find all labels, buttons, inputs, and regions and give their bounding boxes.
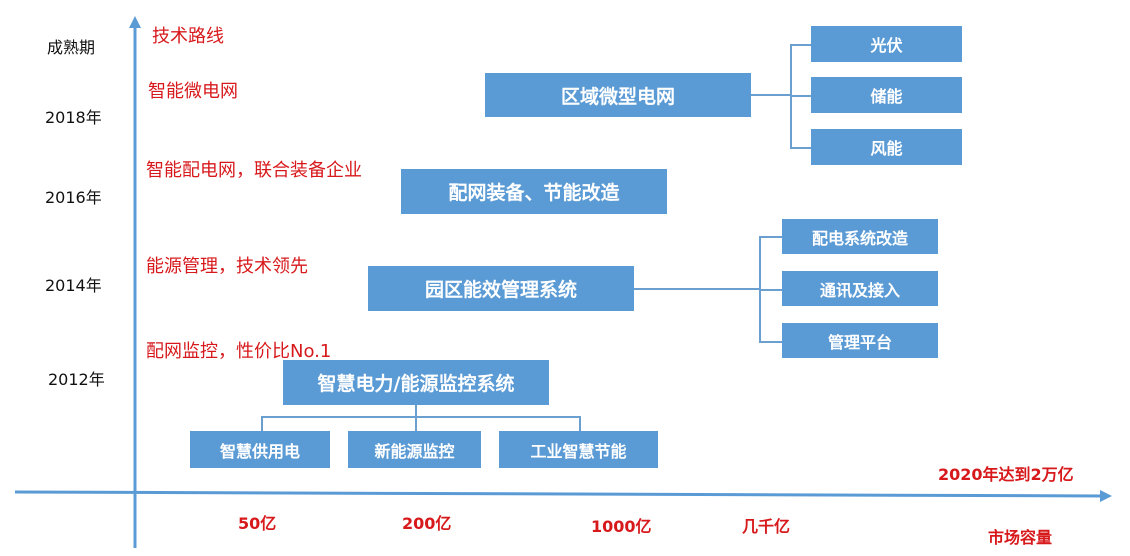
connector-monitor-2 [415, 416, 417, 432]
box-industrial-saving: 工业智慧节能 [499, 431, 658, 468]
box-communication: 通讯及接入 [782, 271, 938, 306]
connector-monitor-h [261, 416, 581, 418]
connector-monitor-1 [261, 416, 263, 432]
box-park-energy: 园区能效管理系统 [368, 266, 634, 311]
route-title: 技术路线 [152, 26, 224, 47]
connector-park-3 [759, 341, 782, 343]
year-label-2018: 2018年 [45, 108, 102, 127]
market-2020-note: 2020年达到2万亿 [938, 465, 1074, 484]
box-new-energy-monitor: 新能源监控 [348, 431, 481, 468]
connector-monitor-3 [579, 416, 581, 432]
route-stage-distribution: 智能配电网，联合装备企业 [146, 160, 362, 181]
box-management-platform: 管理平台 [782, 323, 938, 358]
route-stage-monitor: 配网监控，性价比No.1 [146, 341, 332, 362]
x-axis-line [14, 489, 1112, 502]
box-smart-power: 智慧供用电 [190, 431, 330, 468]
x-tick-1000: 1000亿 [591, 517, 652, 536]
route-stage-energy: 能源管理，技术领先 [146, 256, 308, 277]
connector-microgrid-2 [790, 95, 811, 97]
box-distribution-retrofit: 配电系统改造 [782, 219, 938, 254]
x-axis-title: 市场容量 [988, 528, 1053, 547]
year-label-2016: 2016年 [45, 188, 102, 207]
y-axis-title: 成熟期 [47, 38, 96, 57]
connector-microgrid-3 [790, 147, 811, 149]
x-tick-200: 200亿 [402, 514, 452, 533]
connector-park-2 [759, 289, 782, 291]
connector-park-h [634, 288, 760, 290]
x-tick-thousands: 几千亿 [742, 517, 791, 536]
connector-park-1 [759, 236, 782, 238]
box-monitoring-system: 智慧电力/能源监控系统 [283, 360, 549, 405]
box-storage: 储能 [811, 77, 962, 113]
x-tick-50: 50亿 [238, 514, 277, 533]
year-label-2014: 2014年 [45, 276, 102, 295]
box-distribution: 配网装备、节能改造 [401, 169, 667, 214]
route-stage-microgrid: 智能微电网 [148, 81, 238, 102]
box-microgrid: 区域微型电网 [485, 73, 751, 117]
connector-microgrid-1 [790, 44, 811, 46]
connector-microgrid-h [751, 94, 791, 96]
box-solar: 光伏 [811, 26, 962, 62]
box-wind: 风能 [811, 129, 962, 165]
year-label-2012: 2012年 [48, 370, 105, 389]
connector-monitor-v-top [415, 405, 417, 417]
